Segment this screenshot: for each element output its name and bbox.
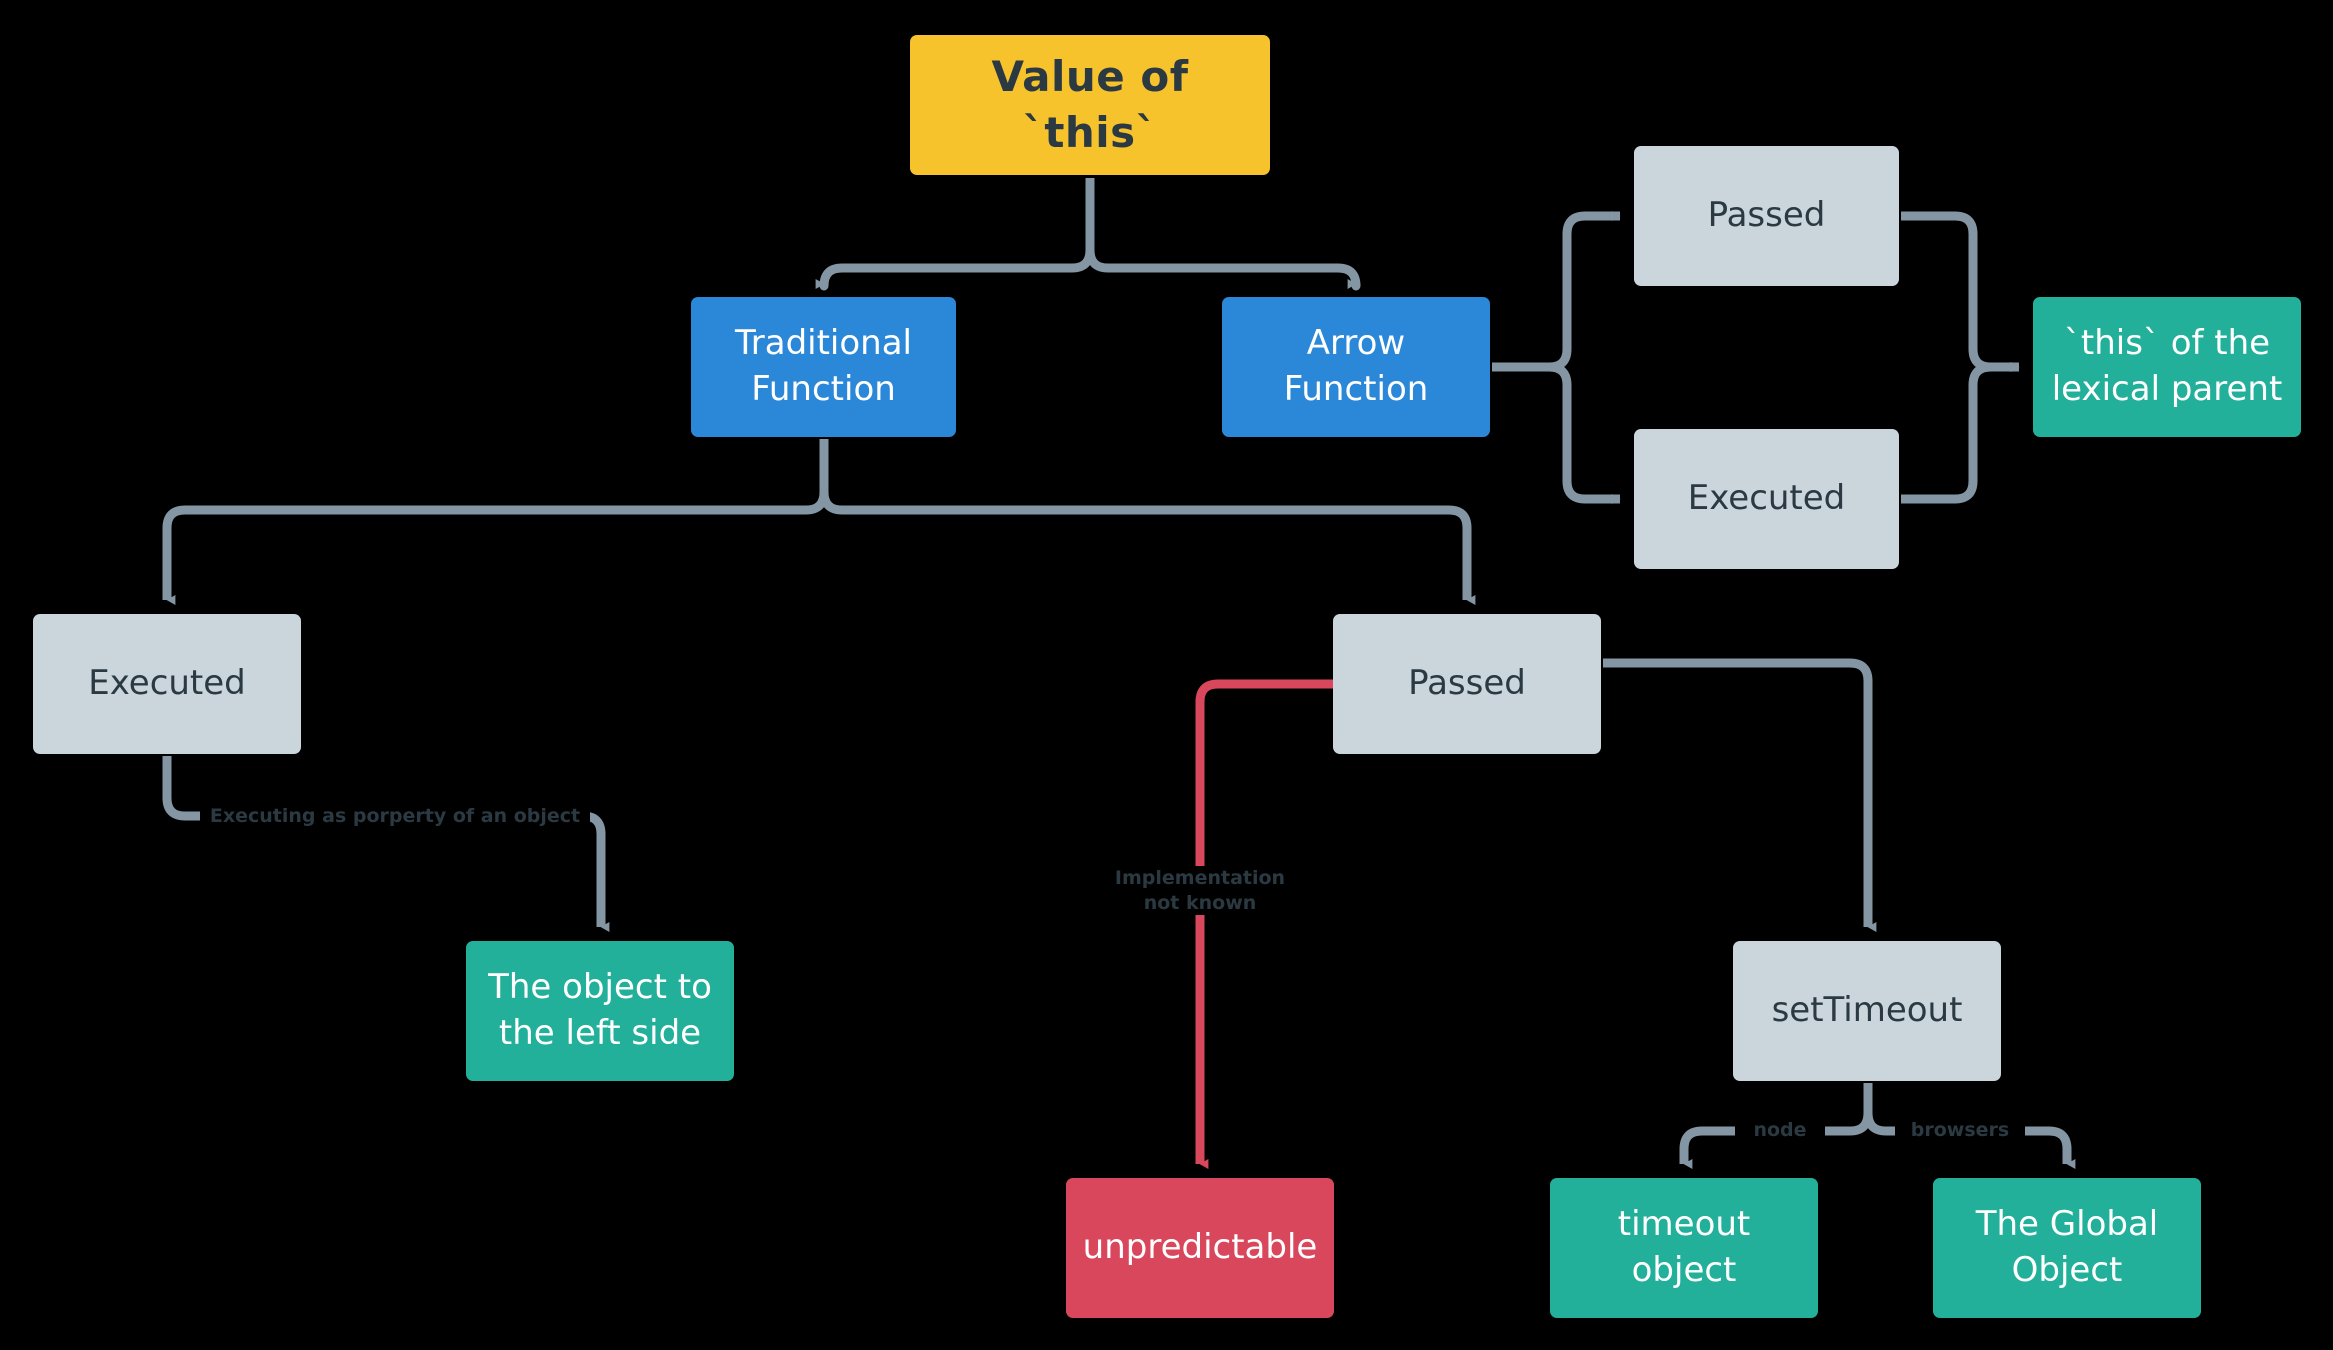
node-arrow-executed[interactable]: Executed [1634, 429, 1899, 569]
edge-executed-to-lexical [1901, 362, 2020, 504]
edge-label-browsers: browsers [1895, 1113, 2025, 1147]
edge-arrow-to-executed [1492, 362, 1621, 504]
edge-label-executing-as-property: Executing as porperty of an object [200, 798, 590, 834]
edge-passed-to-lexical [1901, 211, 2020, 372]
node-timeout-object[interactable]: timeout object [1550, 1178, 1818, 1318]
edge-passed-to-unpredictable [1195, 679, 1333, 1169]
edge-label-implementation-not-known: Implementation not known [1080, 866, 1320, 916]
edge-traditional-to-executed [162, 439, 829, 605]
edge-executed-to-left-side [162, 756, 610, 932]
node-traditional-function[interactable]: Traditional Function [691, 297, 956, 437]
node-traditional-executed[interactable]: Executed [33, 614, 301, 754]
node-lexical-parent[interactable]: `this` of the lexical parent [2033, 297, 2301, 437]
node-arrow-function[interactable]: Arrow Function [1222, 297, 1490, 437]
node-value-of-this[interactable]: Value of `this` [910, 35, 1270, 175]
node-arrow-passed[interactable]: Passed [1634, 146, 1899, 286]
edge-traditional-to-passed [819, 439, 1476, 605]
edge-root-to-traditional [815, 178, 1095, 291]
node-unpredictable[interactable]: unpredictable [1066, 1178, 1334, 1318]
edge-passed-to-settimeout [1603, 658, 1877, 932]
node-settimeout[interactable]: setTimeout [1733, 941, 2001, 1081]
edge-arrow-to-passed [1492, 211, 1621, 372]
node-the-global-object[interactable]: The Global Object [1933, 1178, 2201, 1318]
edge-label-node: node [1735, 1113, 1825, 1147]
node-traditional-passed[interactable]: Passed [1333, 614, 1601, 754]
node-object-to-the-left-side[interactable]: The object to the left side [466, 941, 734, 1081]
edge-root-to-arrow [1085, 178, 1361, 291]
